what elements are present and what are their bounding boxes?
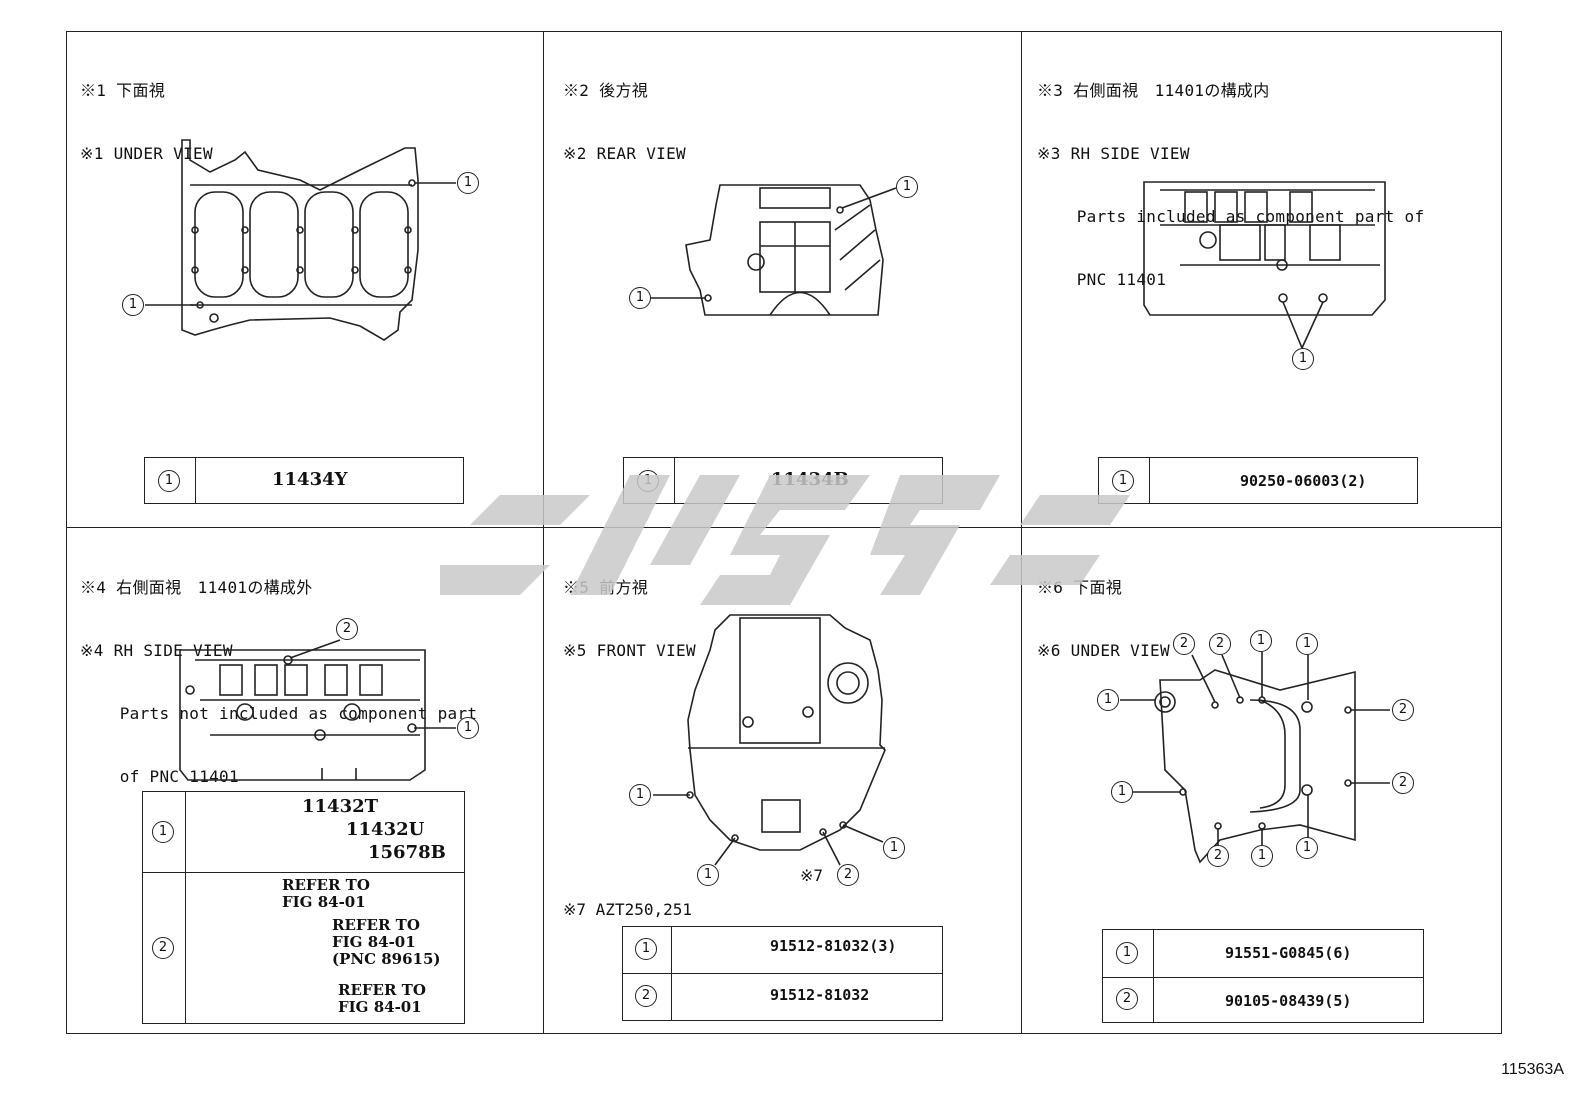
callout-p5-c: 2 — [837, 864, 859, 886]
panel-5-title-en: ※5 FRONT VIEW — [563, 641, 696, 660]
block-under-view-6-drawing — [1120, 652, 1390, 864]
figure-code: 115363A — [1501, 1061, 1564, 1078]
callout-p5-d: 1 — [883, 837, 905, 859]
callout-p6-j: 1 — [1251, 845, 1273, 867]
panel-4-title-jp: ※4 右側面視 11401の構成外 — [80, 578, 313, 597]
callout-p6-e: 1 — [1097, 689, 1119, 711]
panel-1-header: ※1 下面視 ※1 UNDER VIEW — [80, 38, 213, 185]
parts-p6-row2-part[interactable]: 90105-08439(5) — [1225, 992, 1352, 1010]
callout-p6-i: 2 — [1207, 845, 1229, 867]
block-under-view-drawing — [145, 139, 456, 341]
parts-p2-row1-number: 1 — [637, 470, 659, 492]
parts-p2-row1-part[interactable]: 11434B — [771, 469, 849, 490]
parts-p5-row1-number: 1 — [635, 938, 657, 960]
parts-p5-row1-part[interactable]: 91512-81032(3) — [770, 937, 897, 955]
parts-p4-row2-ref-1[interactable]: REFER TO FIG 84-01 — [282, 876, 370, 911]
parts-p6-row2-number: 2 — [1116, 988, 1138, 1010]
block-rear-view-drawing — [651, 184, 897, 316]
callout-p6-f: 2 — [1392, 699, 1414, 721]
panel-6-header: ※6 下面視 ※6 UNDER VIEW — [1037, 535, 1170, 682]
panel-2-title-en: ※2 REAR VIEW — [563, 144, 686, 163]
parts-p3-row1-part[interactable]: 90250-06003(2) — [1240, 472, 1367, 490]
callout-p6-a: 2 — [1173, 633, 1195, 655]
parts-p5-row2-number: 2 — [635, 985, 657, 1007]
callout-p5-note: ※7 — [800, 866, 824, 885]
callout-p5-b: 1 — [697, 864, 719, 886]
callout-p6-g: 1 — [1111, 781, 1133, 803]
callout-p1-a: 1 — [457, 172, 479, 194]
callout-p2-a: 1 — [896, 176, 918, 198]
callout-p6-c: 1 — [1250, 630, 1272, 652]
parts-p4-row1-part-2[interactable]: 11432U — [346, 819, 425, 840]
callout-p4-a: 2 — [336, 618, 358, 640]
callout-p6-k: 1 — [1296, 837, 1318, 859]
parts-p4-row1-part-1[interactable]: 11432T — [302, 796, 379, 817]
parts-p4-row1-part-3[interactable]: 15678B — [368, 842, 446, 863]
callout-p6-d: 1 — [1296, 633, 1318, 655]
panel-4-header: ※4 右側面視 11401の構成外 ※4 RH SIDE VIEW Parts … — [80, 535, 477, 808]
callout-p4-b: 1 — [457, 717, 479, 739]
parts-table-p3 — [1098, 457, 1418, 504]
panel-under-view-6 — [1021, 527, 1502, 1034]
callout-p1-b: 1 — [122, 294, 144, 316]
block-rh-side-included-drawing — [1143, 181, 1386, 349]
parts-p4-row1-number: 1 — [152, 821, 174, 843]
parts-table-p1 — [144, 457, 464, 504]
block-rh-side-not-included-drawing — [179, 639, 456, 781]
panel-6-title-en: ※6 UNDER VIEW — [1037, 641, 1170, 660]
callout-p2-b: 1 — [629, 287, 651, 309]
parts-p3-row1-number: 1 — [1112, 470, 1134, 492]
panel-5-note: ※7 AZT250,251 — [563, 900, 692, 919]
parts-p6-row1-number: 1 — [1116, 942, 1138, 964]
panel-1-title-en: ※1 UNDER VIEW — [80, 144, 213, 163]
parts-p1-row1-part[interactable]: 11434Y — [272, 469, 348, 490]
parts-p4-row2-ref-2[interactable]: REFER TO FIG 84-01 (PNC 89615) — [332, 916, 441, 968]
parts-table-p6 — [1102, 929, 1424, 1023]
callout-p3-a: 1 — [1292, 348, 1314, 370]
parts-table-p5 — [622, 926, 943, 1021]
parts-p5-row2-part[interactable]: 91512-81032 — [770, 986, 870, 1004]
parts-p1-row1-number: 1 — [158, 470, 180, 492]
parts-p4-row2-ref-3[interactable]: REFER TO FIG 84-01 — [338, 981, 426, 1016]
panel-1-title-jp: ※1 下面視 — [80, 81, 166, 100]
callout-p6-b: 2 — [1209, 633, 1231, 655]
parts-p6-row1-part[interactable]: 91551-G0845(6) — [1225, 944, 1352, 962]
panel-3-title-jp: ※3 右側面視 11401の構成内 — [1037, 81, 1270, 100]
block-front-view-drawing — [653, 614, 886, 866]
callout-p5-a: 1 — [629, 784, 651, 806]
panel-3-title-en: ※3 RH SIDE VIEW — [1037, 144, 1190, 163]
panel-2-title-jp: ※2 後方視 — [563, 81, 649, 100]
panel-3-desc-2: PNC 11401 — [1037, 270, 1167, 289]
parts-p4-row2-number: 2 — [152, 937, 174, 959]
parts-table-p4 — [142, 791, 465, 1024]
panel-4-desc-2: of PNC 11401 — [80, 767, 239, 786]
panel-2-header: ※2 後方視 ※2 REAR VIEW — [563, 38, 686, 185]
callout-p6-h: 2 — [1392, 772, 1414, 794]
